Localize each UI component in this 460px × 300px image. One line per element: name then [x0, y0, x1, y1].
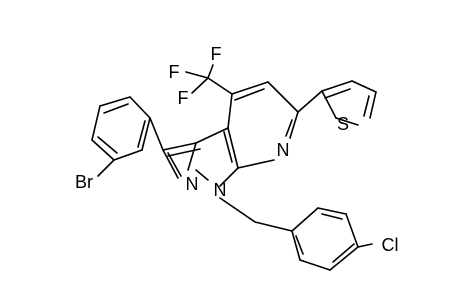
bond — [363, 95, 370, 117]
bond — [167, 152, 182, 177]
bond — [369, 91, 377, 119]
bond — [97, 159, 115, 177]
bond — [351, 80, 377, 93]
bond — [227, 93, 233, 129]
bond — [329, 246, 359, 271]
bond — [113, 149, 143, 161]
pyrazole-nitrogen-2-label: N — [186, 174, 199, 194]
bond — [299, 259, 331, 271]
bond — [321, 80, 353, 92]
bond — [227, 127, 239, 169]
pyridine-ring — [195, 81, 299, 169]
thiophene-ring — [297, 80, 377, 126]
bond — [335, 117, 359, 126]
bond — [332, 243, 355, 263]
fluorine-label-3: F — [178, 88, 189, 108]
fluorine-label-1: F — [169, 62, 180, 82]
bond — [234, 88, 265, 101]
bond — [285, 119, 293, 137]
bond — [99, 96, 131, 107]
bond — [219, 167, 239, 187]
bond — [237, 159, 275, 169]
bond — [167, 148, 201, 157]
bond — [223, 131, 233, 163]
atom-labels: F F F S N N N Br Cl — [75, 44, 399, 255]
bond — [324, 88, 351, 99]
bond — [195, 169, 209, 181]
pyrazole-nitrogen-1-label: N — [214, 180, 227, 200]
bond — [195, 127, 229, 144]
bond — [267, 81, 299, 113]
bond — [317, 207, 347, 215]
bond — [254, 221, 293, 232]
bond — [129, 96, 151, 119]
bond — [149, 117, 164, 151]
bond — [91, 139, 115, 161]
bond — [97, 136, 118, 154]
trifluoromethyl-group — [185, 64, 233, 95]
bond — [207, 77, 233, 95]
chlorine-label: Cl — [382, 235, 399, 255]
bond — [162, 149, 179, 179]
pyridine-nitrogen-label: N — [277, 140, 290, 160]
chlorobenzyl-group — [219, 197, 373, 271]
bond — [297, 90, 323, 113]
bond — [141, 117, 151, 151]
bond — [219, 197, 256, 223]
bond — [207, 64, 214, 79]
bond — [162, 142, 197, 151]
bond — [289, 111, 299, 139]
bond — [91, 105, 101, 141]
sulfur-label: S — [337, 114, 349, 134]
bond — [103, 103, 129, 114]
pyrazole-ring — [162, 142, 239, 187]
bond — [357, 243, 373, 248]
bond — [345, 213, 359, 248]
bromophenyl-ring — [91, 96, 164, 177]
bond — [291, 230, 301, 261]
fluorine-label-2: F — [211, 44, 222, 64]
bond — [321, 90, 337, 119]
bond — [321, 213, 343, 220]
bond — [231, 81, 269, 95]
bromine-label: Br — [75, 172, 93, 192]
bond — [291, 207, 319, 232]
bond — [191, 77, 209, 94]
bond — [187, 142, 197, 171]
bond — [185, 71, 209, 79]
bond — [295, 235, 304, 255]
bond — [137, 120, 146, 148]
